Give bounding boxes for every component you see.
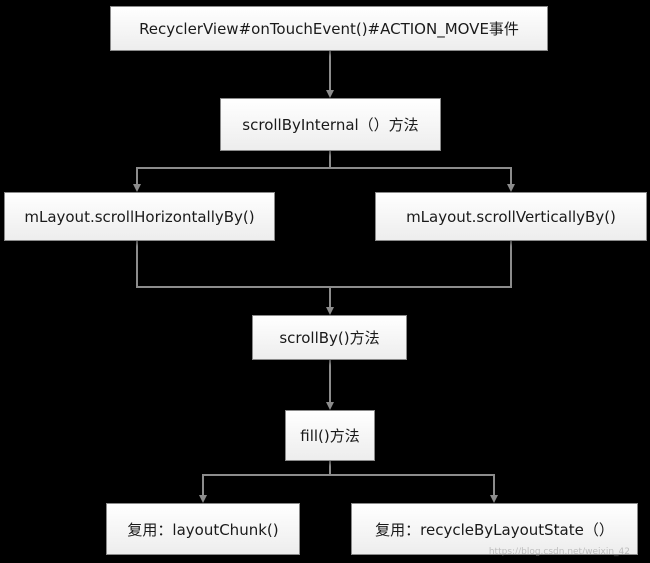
edge-split-to-recycle (330, 474, 498, 503)
edge-split-to-layoutchunk (199, 474, 330, 503)
node-recycle-by-layout-state: 复用：recycleByLayoutState（） (351, 503, 638, 555)
node-scroll-vertically-by: mLayout.scrollVerticallyBy() (375, 192, 647, 241)
node-scroll-by-internal: scrollByInternal（）方法 (220, 98, 441, 151)
node-scroll-horizontally-by: mLayout.scrollHorizontallyBy() (4, 192, 275, 241)
edge-horizontal-merge (136, 241, 330, 288)
edge-vertical-merge (330, 241, 512, 288)
node-action-move-event: RecyclerView#onTouchEvent()#ACTION_MOVE事… (110, 6, 548, 51)
node-fill: fill()方法 (285, 410, 375, 461)
node-layout-chunk: 复用：layoutChunk() (106, 503, 300, 555)
node-scroll-by: scrollBy()方法 (252, 315, 407, 360)
edge-split-to-vertical (330, 167, 515, 192)
edge-split-to-horizontal (133, 167, 330, 192)
watermark: https://blog.csdn.net/weixin_42 (488, 547, 630, 557)
